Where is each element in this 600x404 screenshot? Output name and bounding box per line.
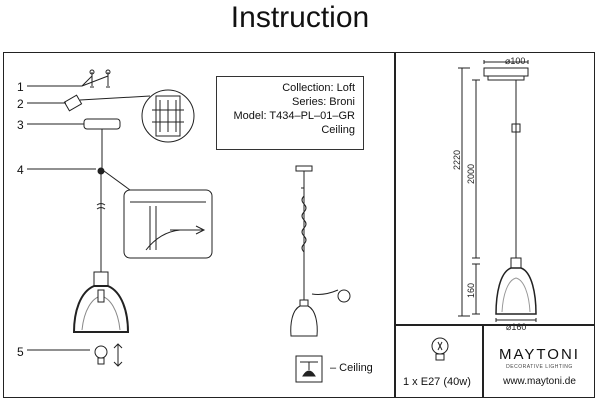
panel-divider	[394, 52, 396, 398]
product-info-box: Collection: Loft Series: Broni Model: T4…	[216, 76, 364, 150]
ceiling-mount-icon	[295, 355, 323, 383]
step-number-5: 5	[17, 345, 24, 359]
height-adjust-lamp-icon	[290, 165, 351, 337]
clamp-detail-box	[123, 189, 213, 259]
collection-text: Collection: Loft	[282, 82, 355, 94]
step-number-4: 4	[17, 163, 24, 177]
terminal-block-icon	[63, 94, 151, 112]
model-text: Model: T434–PL–01–GR	[233, 110, 356, 122]
wiring-detail-icon	[141, 89, 195, 143]
step-number-1: 1	[17, 80, 24, 94]
cable-clamp-icon	[96, 167, 131, 272]
page-title: Instruction	[230, 1, 370, 34]
brand-website: www.maytoni.de	[503, 376, 576, 387]
dim-cable-length: 2000	[466, 163, 476, 184]
light-bulb-icon	[431, 337, 449, 361]
dim-canopy-diameter: ⌀100	[505, 56, 526, 66]
step-number-3: 3	[17, 118, 24, 132]
series-text: Series: Broni	[292, 96, 355, 108]
ceiling-legend-label: – Ceiling	[330, 362, 373, 374]
brand-tagline: DECORATIVE LIGHTING	[506, 364, 573, 370]
mount-text: Ceiling	[321, 124, 355, 136]
brand-logo: MAYTONI	[499, 346, 580, 363]
canopy-icon	[83, 118, 121, 168]
step-number-2: 2	[17, 97, 24, 111]
footer-divider-vertical	[482, 324, 484, 398]
instruction-frame	[3, 52, 595, 398]
dimension-drawing	[458, 60, 537, 322]
bulb-spec: 1 x E27 (40w)	[403, 376, 471, 388]
footer-divider	[394, 324, 595, 326]
lamp-shade-icon	[72, 271, 130, 333]
dim-shade-height: 160	[466, 282, 476, 298]
screws-icon	[89, 69, 111, 88]
bulb-install-icon	[94, 343, 123, 367]
dim-total-height: 2220	[452, 149, 462, 170]
dim-shade-diameter: ⌀160	[506, 322, 527, 332]
